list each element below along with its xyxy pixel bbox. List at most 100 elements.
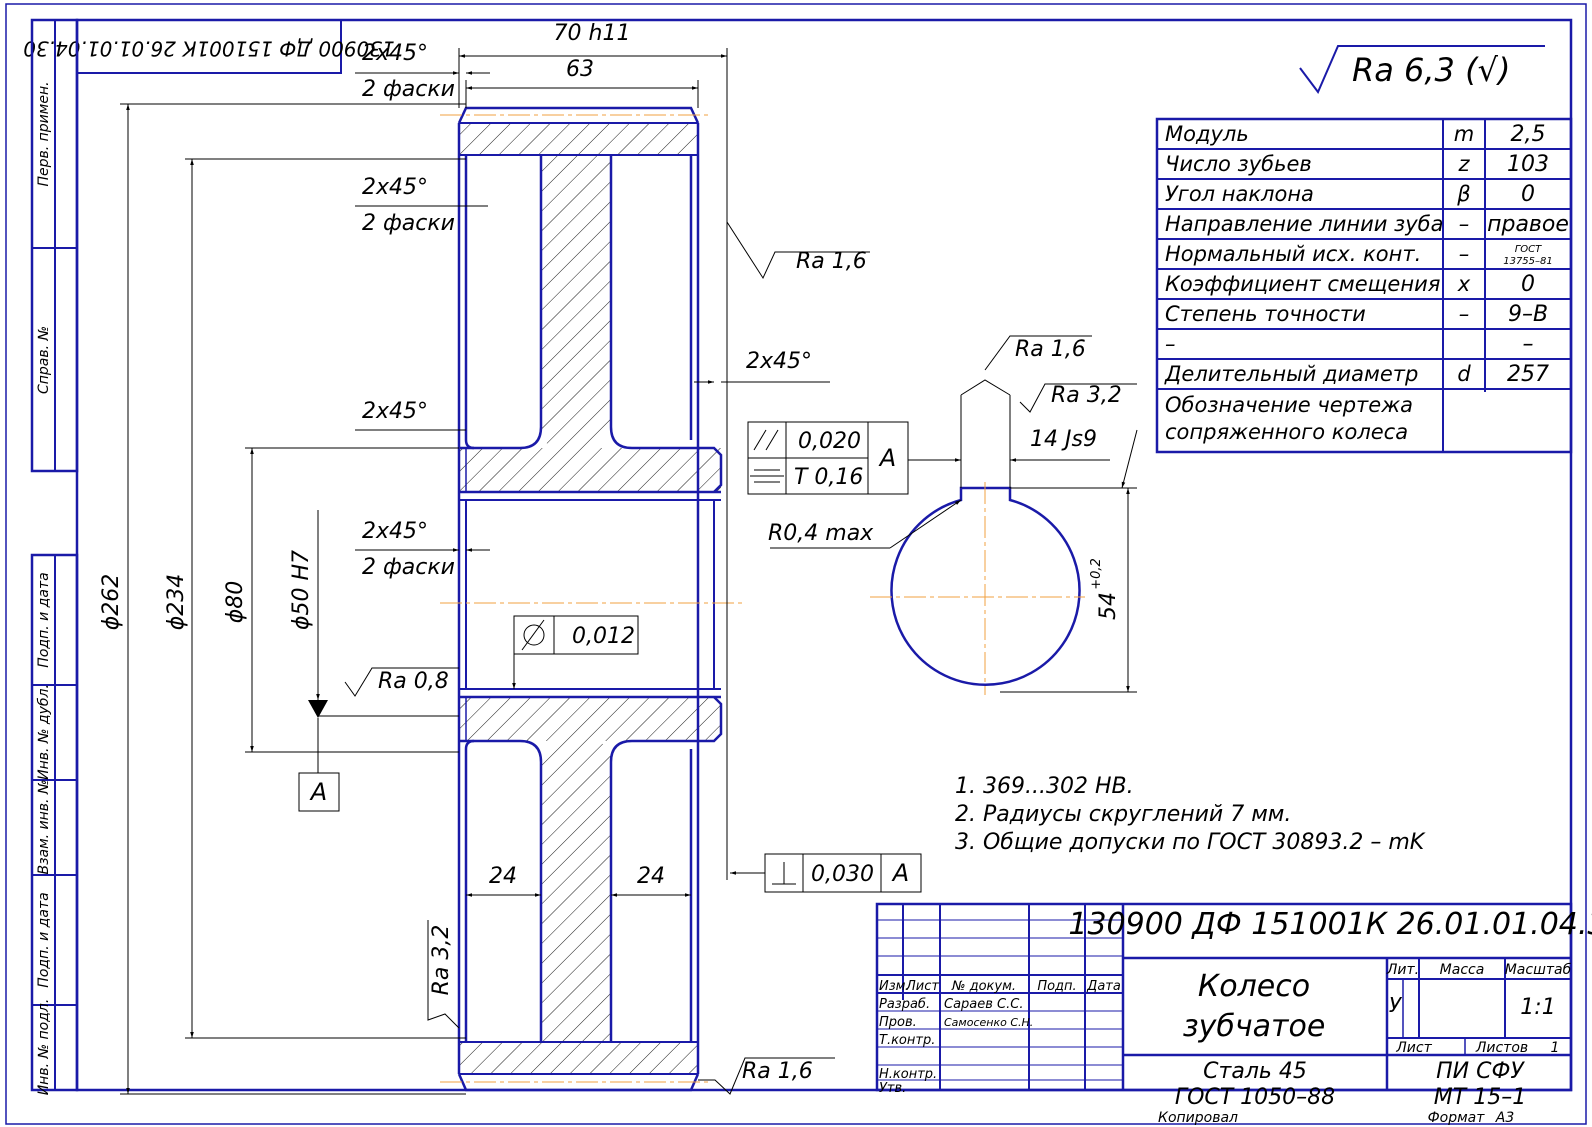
tb-doc-no: № докум. xyxy=(951,979,1016,994)
param-name: Модуль xyxy=(1165,122,1249,146)
tol-parallel: 0,020 xyxy=(798,429,861,454)
params-last-row-line1: Обозначение чертежа xyxy=(1165,393,1413,417)
datum-a-label: A xyxy=(309,778,327,806)
param-symbol: x xyxy=(1457,272,1471,296)
param-value: 0 xyxy=(1521,182,1535,207)
param-symbol: – xyxy=(1459,242,1470,266)
tb-tkontr: Т.контр. xyxy=(879,1033,935,1048)
label-inv-dubl: Инв. № дубл. xyxy=(36,684,52,780)
tb-lit: Лит. xyxy=(1386,962,1419,978)
roughness-top: Ra 1,6 xyxy=(796,249,867,274)
tb-part-name-1: Колесо xyxy=(1198,969,1310,1004)
tb-razrab-name: Сараев С.С. xyxy=(944,997,1023,1012)
tb-scale: 1:1 xyxy=(1520,995,1555,1020)
tb-material-2: ГОСТ 1050–88 xyxy=(1175,1085,1335,1110)
param-symbol: β xyxy=(1456,182,1470,206)
param-name: Степень точности xyxy=(1165,302,1366,326)
param-value: 103 xyxy=(1507,152,1549,177)
drawing-number-rotated: 130900 ДФ 151001К 26.01.01.04.30 xyxy=(23,37,394,61)
label-inv-podl: Инв. № подл. xyxy=(36,999,52,1096)
dim-width-rim: 63 xyxy=(566,57,594,82)
roughness-bore: Ra 0,8 xyxy=(378,669,449,694)
roughness-key: Ra 1,6 xyxy=(1015,337,1086,362)
keyway-section-view xyxy=(770,335,1138,695)
param-symbol: z xyxy=(1457,152,1470,176)
param-name: Делительный диаметр xyxy=(1164,362,1418,386)
tol-parallel-datum: A xyxy=(878,444,896,472)
dim-chamfer-4b: 2 фаски xyxy=(362,555,455,580)
dim-d80: ϕ80 xyxy=(223,581,248,624)
tol-symmetry: T 0,16 xyxy=(794,465,863,490)
gear-contour xyxy=(457,106,723,1092)
dim-chamfer-right: 2х45° xyxy=(746,349,812,374)
dim-key-depth: 54 xyxy=(1096,592,1121,620)
tol-runout: 0,012 xyxy=(572,624,635,649)
label-podp-data-1: Подп. и дата xyxy=(36,572,52,667)
roughness-general: Ra 6,3 (√) xyxy=(1352,51,1510,89)
hatch-areas xyxy=(459,123,721,1074)
dim-chamfer-1b: 2 фаски xyxy=(362,77,455,102)
label-sprav-no: Справ. № xyxy=(36,326,52,394)
tb-org-2: МТ 15–1 xyxy=(1434,1085,1526,1110)
param-symbol: – xyxy=(1459,212,1470,236)
tb-format: Формат xyxy=(1428,1110,1486,1126)
tb-prov-name: Самосенко С.Н. xyxy=(944,1016,1033,1029)
label-vzam-inv: Взам. инв. № xyxy=(36,779,52,874)
param-name: Угол наклона xyxy=(1165,182,1314,206)
param-symbol: d xyxy=(1457,362,1471,386)
label-podp-data-2: Подп. и дата xyxy=(36,892,52,987)
dim-web-left: 24 xyxy=(489,864,517,889)
dim-chamfer-3: 2х45° xyxy=(362,399,428,424)
tb-kopiroval: Копировал xyxy=(1158,1110,1238,1126)
param-value: ГОСТ xyxy=(1515,244,1542,255)
param-value: 0 xyxy=(1521,272,1535,297)
param-name: Число зубьев xyxy=(1165,152,1312,176)
dim-key-depth-tol: +0,2 xyxy=(1089,558,1104,590)
drawing-frame xyxy=(5,3,1587,1125)
tb-material-1: Сталь 45 xyxy=(1203,1059,1307,1084)
note-1: 1. 369...302 НВ. xyxy=(955,774,1134,799)
dim-chamfer-2a: 2х45° xyxy=(362,175,428,200)
title-drawing-number: 130900 ДФ 151001К 26.01.01.04.30 xyxy=(1068,907,1592,942)
tb-sheets-count: 1 xyxy=(1551,1040,1560,1056)
param-value: 2,5 xyxy=(1511,122,1546,147)
tb-izm: Изм. xyxy=(879,979,910,994)
dim-d262: ϕ262 xyxy=(99,574,124,631)
tb-nkontr: Н.контр. xyxy=(879,1067,937,1082)
param-name: Нормальный исх. конт. xyxy=(1165,242,1421,266)
dim-web-right: 24 xyxy=(637,864,665,889)
dimension-lines xyxy=(120,48,955,1095)
dimension-texts: 70 h11 63 2х45° 2 фаски 2х45° 2 фаски 2х… xyxy=(99,21,1122,1084)
param-value: 9–В xyxy=(1508,302,1548,327)
tol-perpendicular-datum: A xyxy=(891,859,909,887)
params-last-row-line2: сопряженного колеса xyxy=(1165,420,1408,444)
tb-massa: Масса xyxy=(1440,962,1485,978)
param-symbol: – xyxy=(1459,302,1470,326)
title-block xyxy=(875,902,1573,1092)
tb-part-name-2: зубчатое xyxy=(1183,1009,1326,1044)
gear-section-view xyxy=(440,106,745,1092)
tb-podp: Подп. xyxy=(1037,979,1076,994)
dim-chamfer-2b: 2 фаски xyxy=(362,211,455,236)
dim-key-width: 14 Js9 xyxy=(1030,427,1097,452)
dim-chamfer-4a: 2х45° xyxy=(362,519,428,544)
technical-notes: 1. 369...302 НВ. 2. Радиусы скруглений 7… xyxy=(955,774,1426,855)
tb-data: Дата xyxy=(1086,979,1121,994)
tb-sheet: Лист xyxy=(1395,1040,1432,1056)
params-table xyxy=(1155,117,1573,454)
param-symbol: m xyxy=(1454,122,1474,146)
tolerance-frames xyxy=(513,421,922,893)
note-2: 2. Радиусы скруглений 7 мм. xyxy=(955,802,1291,827)
param-name: Коэффициент смещения xyxy=(1165,272,1440,296)
tb-format-value: А3 xyxy=(1495,1110,1514,1126)
param-name: Направление линии зуба xyxy=(1165,212,1443,236)
dim-d234: ϕ234 xyxy=(164,574,189,631)
dim-chamfer-1a: 2х45° xyxy=(362,41,428,66)
title-block-texts: 130900 ДФ 151001К 26.01.01.04.30 Изм. Ли… xyxy=(879,907,1592,1126)
tolerance-texts: 0,012 0,020 T 0,16 A 0,030 A xyxy=(572,429,909,887)
roughness-left: Ra 3,2 xyxy=(429,925,454,996)
tb-org-1: ПИ СФУ xyxy=(1436,1059,1525,1084)
tb-razrab: Разраб. xyxy=(879,997,930,1012)
tb-sheets: Листов xyxy=(1475,1040,1528,1056)
